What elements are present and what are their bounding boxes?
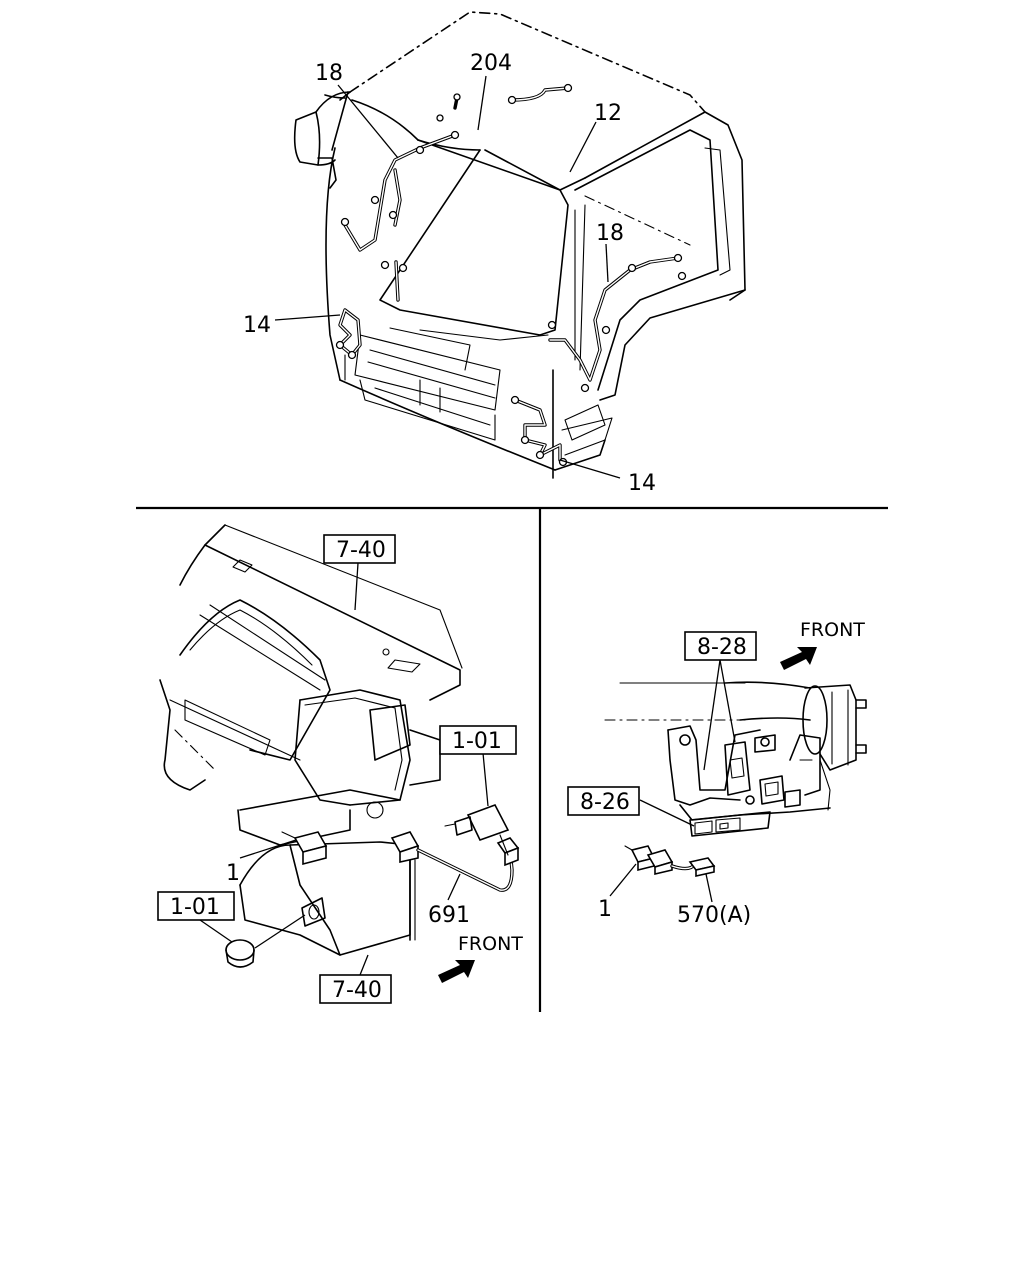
left-leader-lines: [199, 562, 489, 976]
front-label: FRONT: [800, 619, 865, 641]
harness-connector: [340, 217, 350, 227]
callout-box-8-28: [684, 631, 757, 661]
callout-label: 691: [428, 903, 470, 928]
harness-connector: [547, 320, 557, 330]
harness-connector: [507, 95, 517, 105]
harness-connector: [450, 130, 460, 140]
callout-label: 204: [470, 51, 512, 76]
callout-label: 8-26: [580, 790, 630, 815]
harness-connector: [535, 450, 545, 460]
callout-label: 14: [628, 471, 656, 496]
harness-connector: [347, 350, 357, 360]
callout-label: 7-40: [332, 978, 382, 1003]
harness-connector: [335, 340, 345, 350]
harness-connector: [601, 325, 611, 335]
harness-connector: [627, 263, 637, 273]
harness-connector: [370, 195, 380, 205]
callout-box-1-01-right: [439, 725, 517, 755]
truck-cab-illustration: [293, 11, 746, 479]
dashboard-illustration: [159, 524, 520, 968]
callout-box-7-40-top: [323, 534, 396, 564]
harness-connector: [563, 83, 573, 93]
harness-connector: [453, 93, 461, 101]
harness-connector: [510, 395, 520, 405]
harness-connector: [673, 253, 683, 263]
wiring-harness-cab: [335, 83, 687, 467]
callout-label: 1: [598, 897, 612, 922]
callout-label: 18: [315, 61, 343, 86]
callout-label: 18: [596, 221, 624, 246]
top-leader-lines: [274, 75, 621, 479]
callout-label: 12: [594, 101, 622, 126]
callout-label: 14: [243, 313, 271, 338]
harness-connector: [580, 383, 590, 393]
callout-label: 1: [226, 861, 240, 886]
callout-box-1-01-left: [157, 891, 235, 921]
harness-connector: [436, 114, 444, 122]
harness-connector: [380, 260, 390, 270]
callout-label: 570(A): [677, 903, 751, 928]
front-arrow-icon: [438, 960, 475, 983]
harness-connector: [520, 435, 530, 445]
harness-connector: [415, 145, 425, 155]
harness-connector: [677, 271, 687, 281]
right-leader-lines: [609, 659, 736, 903]
front-arrow-icon: [780, 647, 817, 670]
front-label: FRONT: [458, 933, 523, 955]
callout-label: 1-01: [170, 895, 220, 920]
callout-label: 1-01: [452, 729, 502, 754]
harness-connector: [388, 210, 398, 220]
callout-box-7-40-bottom: [319, 974, 392, 1004]
callout-label: 7-40: [336, 538, 386, 563]
bracket-assembly-illustration: [604, 681, 867, 877]
harness-connector: [398, 263, 408, 273]
callout-label: 8-28: [697, 635, 747, 660]
callout-box-8-26: [567, 786, 640, 816]
